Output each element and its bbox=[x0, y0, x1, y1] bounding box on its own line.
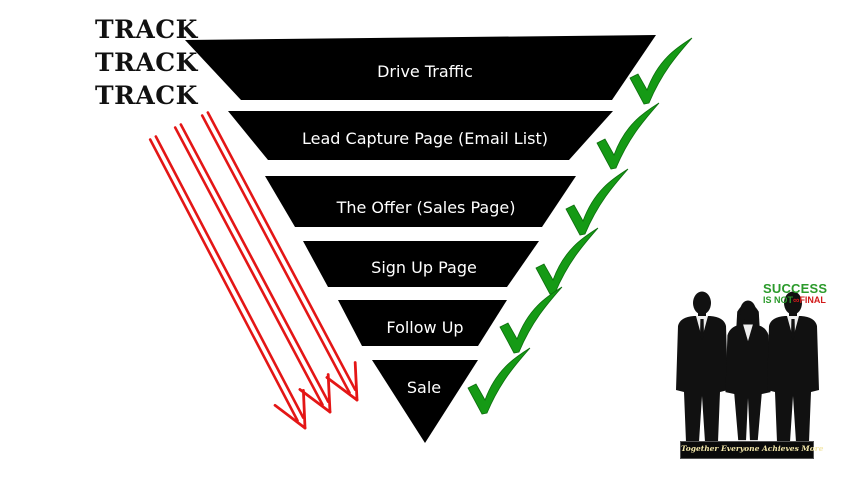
checkmark-layer bbox=[467, 37, 693, 415]
stage-label-sale: Sale bbox=[406, 378, 442, 397]
logo-success-text: SUCCESS bbox=[763, 281, 828, 296]
business-team-silhouette bbox=[676, 291, 819, 442]
red-arrows-layer bbox=[148, 111, 359, 430]
funnel-stage-band-2 bbox=[228, 111, 613, 160]
logo-tagline-part-2: FINAL bbox=[799, 295, 826, 305]
team-banner-text: Together Everyone Achieves More bbox=[681, 444, 824, 453]
funnel-stage-band-6 bbox=[372, 360, 478, 443]
green-check-icon-5 bbox=[499, 286, 563, 354]
red-arrow-icon-3 bbox=[200, 111, 359, 402]
stage-label-lead-capture: Lead Capture Page (Email List) bbox=[302, 129, 548, 148]
infinity-icon: ∞ bbox=[793, 295, 800, 305]
funnel-stage-band-5 bbox=[338, 300, 507, 346]
stage-label-the-offer: The Offer (Sales Page) bbox=[336, 198, 516, 217]
track-word-3: TRACK bbox=[95, 81, 198, 110]
stage-label-drive-traffic: Drive Traffic bbox=[377, 62, 473, 81]
stage-label-follow-up: Follow Up bbox=[386, 318, 464, 337]
green-check-icon-1 bbox=[629, 37, 693, 105]
logo-tagline-part-1: IS NOT bbox=[763, 295, 794, 305]
funnel-stage-band-3 bbox=[265, 176, 576, 227]
track-word-2: TRACK bbox=[95, 48, 198, 77]
funnel-stage-band-1 bbox=[185, 35, 656, 100]
person-silhouette-3 bbox=[767, 291, 819, 442]
stage-label-sign-up: Sign Up Page bbox=[371, 258, 477, 277]
green-check-icon-6 bbox=[467, 347, 531, 415]
funnel-stage-band-4 bbox=[303, 241, 539, 287]
green-check-icon-2 bbox=[596, 102, 660, 170]
logo-tagline: IS NOT∞FINAL bbox=[763, 295, 826, 305]
person-silhouette-1 bbox=[676, 291, 728, 442]
person-silhouette-2 bbox=[725, 300, 771, 441]
red-arrow-icon-2 bbox=[173, 123, 332, 414]
track-word-1: TRACK bbox=[95, 15, 198, 44]
green-check-icon-4 bbox=[535, 227, 599, 295]
green-check-icon-3 bbox=[565, 168, 629, 236]
team-banner: Together Everyone Achieves More bbox=[680, 441, 824, 459]
red-arrow-icon-1 bbox=[148, 135, 307, 430]
funnel-layer bbox=[185, 35, 656, 443]
